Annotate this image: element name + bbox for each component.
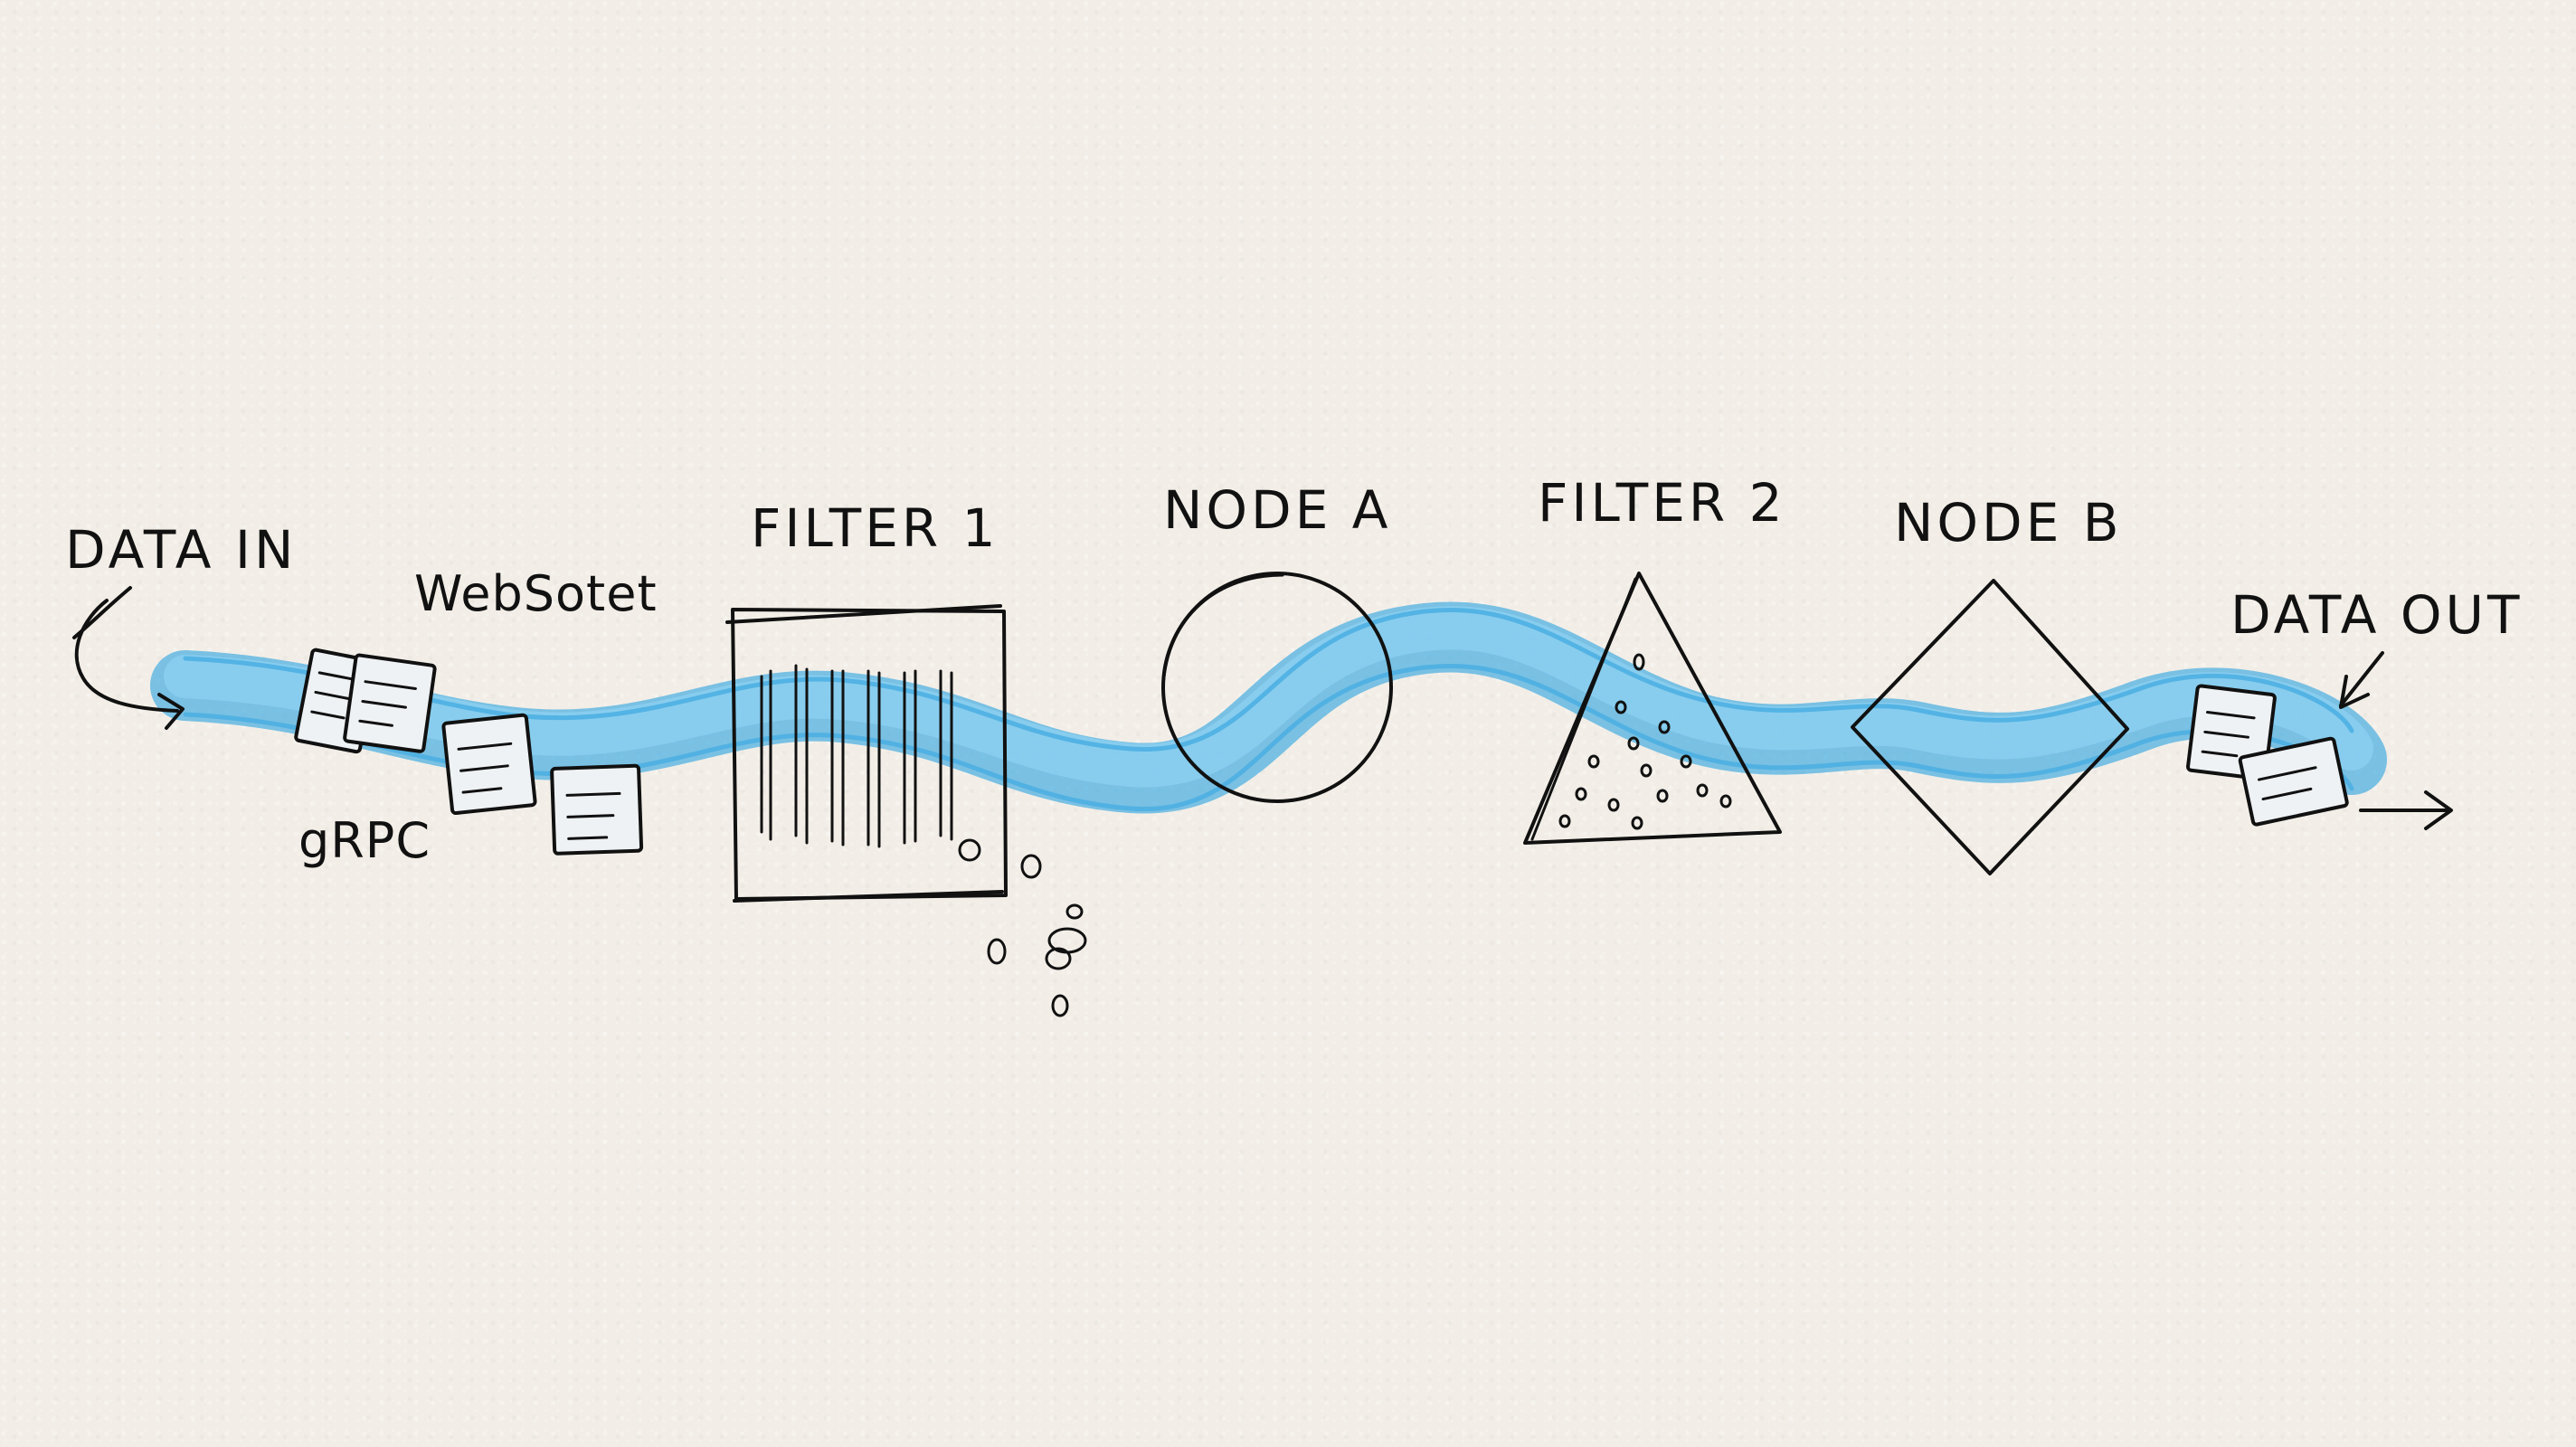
filter-2-label: FILTER 2 [1538, 472, 1786, 534]
node-a-label: NODE A [1163, 479, 1391, 541]
packet-icon [550, 763, 644, 856]
packet-icon [343, 653, 437, 753]
curved-arrow-icon [72, 586, 185, 730]
packet-icon [2238, 736, 2349, 827]
node-b-shape [1851, 579, 2129, 875]
arrow-down-left-icon [2339, 651, 2384, 709]
data-out-arrows [2339, 651, 2453, 830]
node-a-shape [1161, 572, 1393, 803]
grpc-packets [441, 713, 644, 856]
websocket-label: WebSotet [414, 565, 658, 622]
data-out-label: DATA OUT [2230, 584, 2523, 646]
data-out-packets [2186, 684, 2349, 827]
filter-2-dots [1558, 653, 1732, 830]
filter-1-label: FILTER 1 [751, 497, 999, 559]
node-b-label: NODE B [1894, 492, 2123, 553]
arrow-right-icon [2359, 790, 2453, 830]
filter-2-shape [1523, 572, 1782, 845]
filtered-particles [987, 854, 1087, 1017]
packet-icon [441, 713, 537, 816]
websocket-packets [294, 648, 437, 754]
data-in-label: DATA IN [65, 519, 297, 581]
filter-1-shape [725, 604, 1008, 903]
grpc-label: gRPC [298, 812, 431, 869]
